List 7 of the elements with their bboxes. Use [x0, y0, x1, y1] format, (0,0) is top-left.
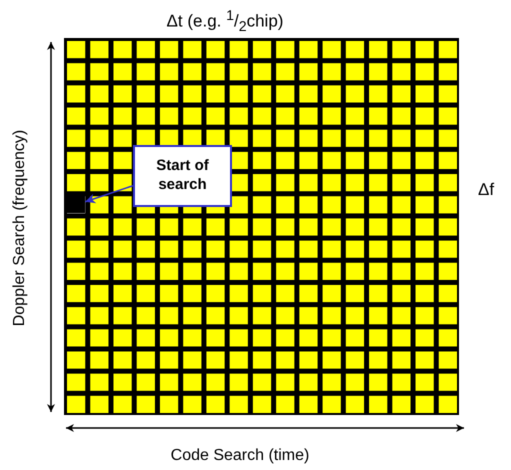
- start-cell: [67, 196, 86, 214]
- step-label: Δf: [478, 180, 494, 200]
- axis-title: Δt (e.g. $^{1}$/$_{2}$chip): [166, 8, 284, 36]
- callout-box: Start of search: [133, 145, 232, 207]
- axis-title: Code Search (time): [170, 447, 310, 465]
- axis-title: Doppler Search (frequency): [11, 130, 29, 326]
- arrow: [85, 184, 134, 204]
